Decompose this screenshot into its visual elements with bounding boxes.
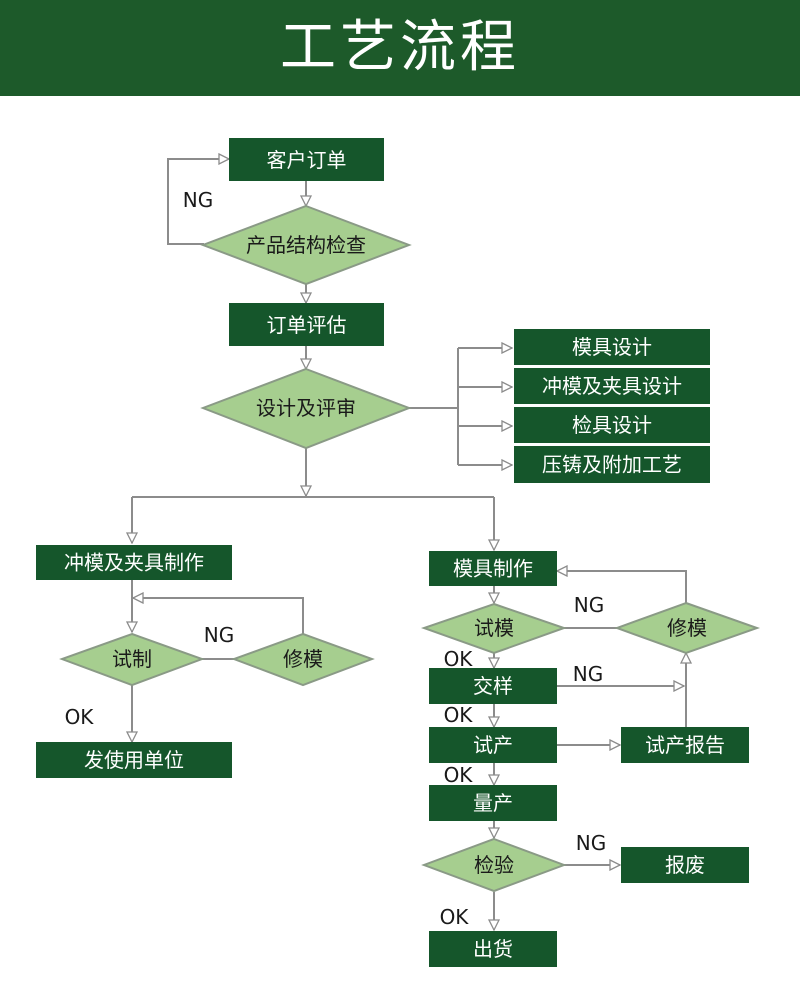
node-sample-delivery-label: 交样 xyxy=(473,674,513,698)
connector-repair-right-loop xyxy=(557,571,687,603)
label-ok-sample: OK xyxy=(444,703,474,727)
label-ng-trial-mold: NG xyxy=(574,593,604,617)
label-ok-trial-mold: OK xyxy=(444,647,474,671)
node-trial-production-label: 试产 xyxy=(473,733,513,757)
label-ok-trial-production: OK xyxy=(444,763,474,787)
label-ng-inspection: NG xyxy=(576,831,606,855)
node-die-fixture-design: 冲模及夹具设计 xyxy=(514,368,710,404)
node-trial-left-label: 试制 xyxy=(112,647,152,671)
node-ship-to-user: 发使用单位 xyxy=(36,742,232,778)
node-die-fixture-make-label: 冲模及夹具制作 xyxy=(64,551,204,575)
node-gauge-design-label: 检具设计 xyxy=(572,413,652,437)
node-mold-design: 模具设计 xyxy=(514,329,710,365)
node-structure-check: 产品结构检查 xyxy=(200,204,412,286)
node-design-review: 设计及评审 xyxy=(200,367,412,450)
node-trial-report: 试产报告 xyxy=(621,727,749,763)
node-order-label: 客户订单 xyxy=(267,148,347,172)
node-design-review-label: 设计及评审 xyxy=(256,396,356,420)
node-order: 客户订单 xyxy=(229,138,384,181)
connector-check-ng-loop xyxy=(167,159,229,245)
label-ng-structure: NG xyxy=(183,188,213,212)
node-die-fixture-make: 冲模及夹具制作 xyxy=(36,545,232,580)
node-trial-report-label: 试产报告 xyxy=(645,733,725,757)
node-mold-make-label: 模具制作 xyxy=(453,557,533,581)
node-order-eval: 订单评估 xyxy=(229,303,384,346)
node-trial-left: 试制 xyxy=(59,632,205,687)
node-scrap-label: 报废 xyxy=(665,853,705,877)
node-shipment: 出货 xyxy=(429,931,557,967)
node-mold-make: 模具制作 xyxy=(429,551,557,586)
node-repair-right-label: 修模 xyxy=(667,616,707,640)
node-order-eval-label: 订单评估 xyxy=(267,313,347,337)
node-mass-production: 量产 xyxy=(429,785,557,821)
node-structure-check-label: 产品结构检查 xyxy=(246,233,366,257)
node-sample-delivery: 交样 xyxy=(429,668,557,704)
node-trial-mold-label: 试模 xyxy=(474,616,514,640)
label-ok-trial-left: OK xyxy=(65,705,95,729)
connector-repair-left-loop xyxy=(133,598,304,634)
header-banner: 工艺流程 xyxy=(0,0,800,96)
node-ship-to-user-label: 发使用单位 xyxy=(84,748,184,772)
node-repair-right: 修模 xyxy=(614,601,761,655)
node-shipment-label: 出货 xyxy=(473,937,513,961)
node-inspection-label: 检验 xyxy=(474,853,514,877)
label-ng-trial-left: NG xyxy=(204,623,234,647)
node-die-cast-process: 压铸及附加工艺 xyxy=(514,446,710,483)
node-trial-mold: 试模 xyxy=(420,602,568,655)
node-mass-production-label: 量产 xyxy=(473,791,513,815)
page-title: 工艺流程 xyxy=(280,15,520,80)
node-mold-design-label: 模具设计 xyxy=(572,335,652,359)
label-ng-sample: NG xyxy=(573,662,603,686)
node-gauge-design: 检具设计 xyxy=(514,407,710,443)
connectors xyxy=(132,159,686,930)
node-repair-left-label: 修模 xyxy=(283,647,323,671)
node-die-cast-process-label: 压铸及附加工艺 xyxy=(542,453,682,477)
node-die-fixture-design-label: 冲模及夹具设计 xyxy=(542,374,682,398)
branch-labels: NG NG OK NG OK NG OK OK NG OK xyxy=(65,188,607,929)
node-repair-left: 修模 xyxy=(231,632,375,687)
node-trial-production: 试产 xyxy=(429,727,557,763)
label-ok-inspection: OK xyxy=(440,905,470,929)
node-scrap: 报废 xyxy=(621,847,749,883)
node-inspection: 检验 xyxy=(421,837,567,893)
